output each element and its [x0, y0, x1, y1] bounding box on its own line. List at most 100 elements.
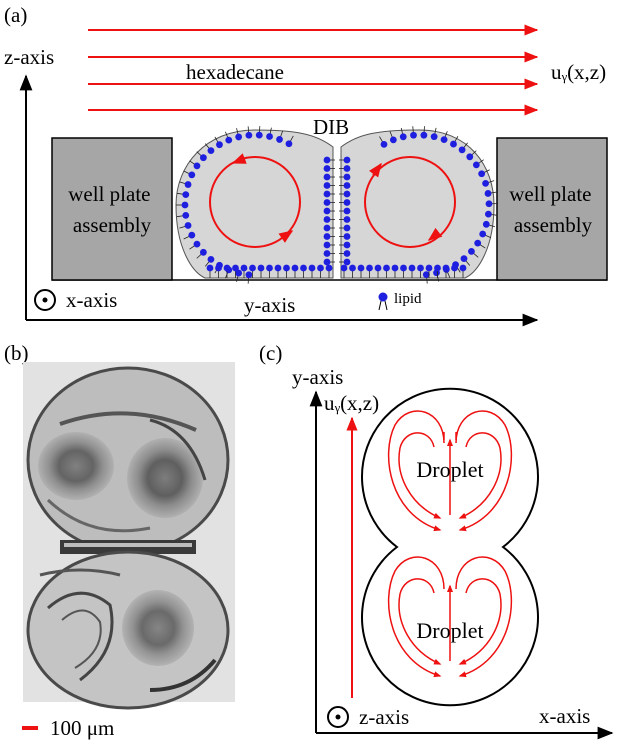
lipid-head: [274, 264, 282, 272]
droplet-label-top: Droplet: [416, 457, 483, 482]
lipid-head: [249, 264, 256, 272]
droplet-outline-c: [361, 387, 539, 707]
lipid-head: [223, 264, 231, 272]
lipid-head: [343, 199, 351, 206]
lipid-head: [184, 222, 192, 229]
lipid-head: [474, 239, 482, 247]
lipid-head: [440, 136, 448, 144]
lipid-head: [459, 264, 467, 272]
lipid-head: [325, 264, 333, 272]
lipid-head: [374, 264, 382, 272]
lipid-head: [207, 256, 215, 263]
lipid-head: [199, 248, 207, 256]
circulation-loops: [209, 153, 456, 248]
lipid-head: [323, 173, 331, 181]
lipid-head: [182, 211, 190, 219]
lipid-head: [343, 207, 351, 215]
lipid-head: [225, 136, 233, 144]
lipid-head: [343, 241, 351, 249]
lipid-head: [343, 190, 351, 198]
lipid-head: [366, 264, 373, 272]
lipid-head: [451, 264, 458, 272]
lipid-head: [343, 216, 351, 223]
y-axis-label-c: y-axis: [292, 365, 343, 389]
out-of-page-icon: [34, 289, 56, 311]
micrograph: [23, 362, 235, 710]
lipid-head: [291, 264, 299, 272]
lipid-head: [349, 264, 356, 272]
flow-arrows: [88, 24, 539, 116]
lipid-head: [245, 271, 253, 279]
lipid-head: [391, 264, 399, 272]
lipid-head: [323, 224, 331, 232]
x-axis-label-c: x-axis: [539, 704, 590, 728]
lipid-head: [343, 250, 351, 257]
lipid-head: [182, 191, 190, 199]
lipid-head: [199, 154, 207, 162]
lipid-head: [207, 147, 215, 154]
droplet-left-a: [175, 129, 334, 279]
lipid-head: [340, 264, 348, 272]
lipid-head: [466, 153, 474, 161]
lipid-head: [479, 230, 487, 238]
droplet-right-a: [340, 129, 495, 279]
z-axis-label-a: z-axis: [4, 45, 54, 69]
scale-bar-label: 100 μm: [50, 716, 114, 740]
lipid-head: [317, 264, 324, 272]
lipid-head: [417, 264, 424, 272]
lipid-head: [232, 264, 239, 272]
lipid-head: [206, 264, 214, 272]
lipid-head: [343, 156, 351, 164]
lipid-head: [216, 141, 223, 149]
lipid-head: [323, 233, 331, 240]
lipid-head: [308, 264, 316, 272]
lipid-head: [472, 161, 480, 169]
y-axis-label-a: y-axis: [244, 293, 295, 317]
lipid-head: [235, 133, 243, 141]
lipid-head: [408, 264, 416, 272]
lipid-head: [460, 255, 468, 263]
lipid-head: [188, 231, 196, 239]
lipid-legend-icon: [378, 292, 388, 311]
right-block-line: assembly: [514, 213, 593, 237]
lipid-head: [484, 190, 492, 197]
right-well-plate: [496, 137, 608, 281]
lipid-head: [235, 269, 243, 277]
panel-a: (a) hexadecane uᵧ(x,z) z-axis y-axis x-a…: [4, 3, 608, 327]
lipid-head: [343, 233, 351, 240]
lipid-head: [450, 140, 457, 148]
lipid-head: [399, 133, 407, 141]
lipid-head: [240, 264, 248, 272]
left-block-line: well plate: [68, 182, 150, 206]
z-axis-label-c: z-axis: [359, 705, 409, 729]
lipid-head: [255, 131, 263, 139]
lipid-head: [422, 271, 430, 279]
out-of-page-icon: [327, 706, 349, 728]
lipid-legend-label: lipid: [394, 291, 422, 307]
lipid-head: [343, 165, 351, 172]
panel-b-tag: (b): [4, 341, 29, 365]
lipid-monolayer: [176, 126, 498, 284]
lipid-head: [468, 247, 475, 255]
lipid-head: [323, 156, 331, 164]
lipid-head: [323, 182, 331, 189]
lipid-head: [485, 210, 492, 218]
left-block-line: assembly: [73, 213, 152, 237]
lipid-head: [184, 181, 192, 188]
lipid-head: [442, 264, 450, 272]
lipid-head: [482, 220, 490, 228]
lipid-head: [343, 224, 351, 232]
lipid-head: [478, 170, 486, 178]
lipid-head: [245, 131, 253, 139]
lipid-head: [193, 162, 201, 170]
lipid-head: [323, 165, 331, 172]
lipid-head: [357, 264, 365, 272]
lipid-head: [485, 200, 493, 208]
lipid-head: [215, 264, 222, 272]
lipid-head: [389, 136, 397, 144]
velocity-label-a: uᵧ(x,z): [551, 60, 606, 84]
lipid-head: [343, 258, 351, 266]
panel-c: (c) y-axis uᵧ(x,z) x-axis z-axis: [259, 341, 614, 740]
lipid-head: [420, 131, 428, 139]
lipid-head: [458, 146, 466, 154]
